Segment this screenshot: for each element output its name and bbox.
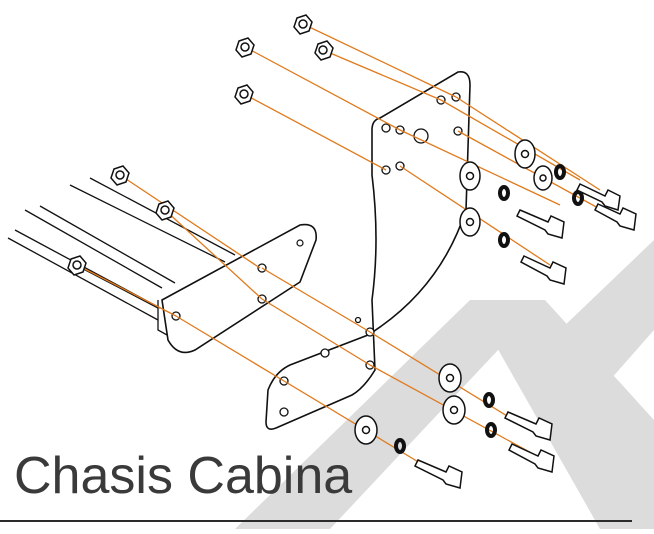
washer — [354, 139, 553, 445]
diagram-caption: Chasis Cabina — [14, 447, 353, 505]
divider-line — [0, 520, 632, 522]
hex-bolt — [413, 183, 637, 489]
cab-mount-bracket — [161, 223, 317, 354]
lock-washer — [394, 164, 584, 454]
watermark — [235, 240, 654, 529]
hex-nut — [67, 14, 334, 276]
